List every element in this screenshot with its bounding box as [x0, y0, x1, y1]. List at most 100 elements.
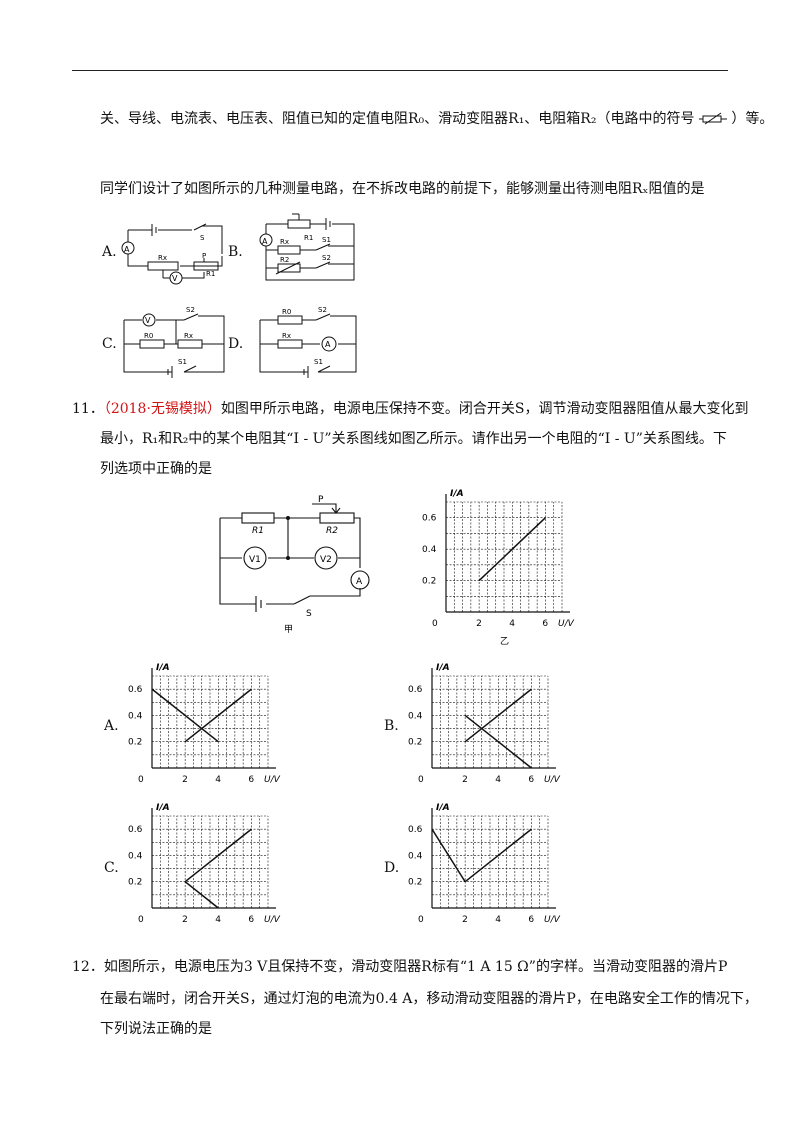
series-line-1	[184, 881, 219, 909]
series-line-1	[151, 688, 219, 743]
r1-label: R1	[206, 270, 215, 278]
x-tick-label: 2	[182, 915, 188, 925]
y-axis-label: I/A	[156, 803, 170, 813]
resistance-box-symbol	[698, 112, 727, 125]
q10-line1: 关、导线、电流表、电压表、阻值已知的定值电阻R₀、滑动变阻器R₁、电阻箱R₂（电…	[100, 111, 774, 127]
x-tick-label: 6	[542, 619, 548, 629]
x-tick-label: 2	[476, 619, 482, 629]
x-axis-label: U/V	[264, 915, 281, 925]
y-tick-label: 0.6	[422, 514, 437, 524]
q11-line3: 列选项中正确的是	[100, 461, 212, 477]
voltmeter-label-c: V	[145, 316, 151, 325]
r0-label-c: R0	[144, 332, 153, 340]
x-tick-label: 0	[138, 775, 144, 785]
y-tick-label: 0.6	[408, 825, 423, 835]
ammeter-label-jia: A	[356, 577, 363, 587]
q12-line2: 在最右端时，闭合开关S，通过灯泡的电流为0.4 A，移动滑动变阻器的滑片P，在电…	[100, 991, 758, 1007]
x-axis-label: U/V	[558, 619, 575, 629]
rx-label-c: Rx	[184, 332, 193, 340]
y-tick-label: 0.6	[128, 685, 143, 695]
option-a-chart-label: A.	[104, 718, 119, 734]
s1-label-c: S1	[178, 358, 187, 366]
y-tick-label: 0.2	[408, 878, 422, 888]
option-d-label: D.	[228, 336, 244, 352]
x-axis-label: U/V	[544, 775, 561, 785]
y-tick-label: 0.4	[128, 851, 143, 861]
series-line-1	[431, 828, 466, 883]
q12-line3: 下列说法正确的是	[100, 1021, 212, 1037]
circuit-d: R0 S2 Rx A S1	[259, 306, 357, 378]
y-tick-label: 0.2	[128, 738, 142, 748]
x-tick-label: 2	[462, 915, 468, 925]
x-tick-label: 4	[495, 775, 501, 785]
x-tick-label: 6	[248, 915, 254, 925]
option-a-label: A.	[102, 244, 117, 260]
series-line-1	[464, 714, 532, 769]
option-b-label: B.	[228, 244, 243, 260]
rx-label-b: Rx	[280, 238, 289, 246]
rx-label: Rx	[158, 254, 167, 262]
x-tick-label: 0	[138, 915, 144, 925]
r1-label-jia: R1	[252, 526, 264, 536]
circuit-jia: R1 R2 P V1 V2 A S 甲	[219, 495, 370, 635]
r0-label-d: R0	[282, 308, 291, 316]
x-axis-label: U/V	[544, 915, 561, 925]
fig-yi-label: 乙	[500, 636, 509, 647]
s1-label-b: S1	[322, 236, 331, 244]
chart-option-d: 0 2 4 6 0.2 0.4 0.6U/V I/A	[408, 803, 561, 925]
series-line-0	[464, 688, 532, 743]
y-tick-label: 0.6	[128, 825, 143, 835]
x-tick-label: 2	[182, 775, 188, 785]
x-tick-label: 4	[215, 915, 221, 925]
x-tick-label: 6	[248, 775, 254, 785]
y-tick-label: 0.4	[408, 851, 423, 861]
x-tick-label: 0	[418, 775, 424, 785]
rx-label-d: Rx	[282, 332, 291, 340]
x-tick-label: 6	[528, 915, 534, 925]
fig-jia-label: 甲	[284, 624, 293, 635]
q12-line1: 12．如图所示，电源电压为3 V且保持不变，滑动变阻器R标有“1 A 15 Ω”…	[72, 959, 728, 975]
y-tick-label: 0.2	[408, 738, 422, 748]
y-tick-label: 0.4	[408, 711, 423, 721]
x-tick-label: 0	[418, 915, 424, 925]
option-c-chart-label: C.	[104, 860, 119, 876]
v2-label: V2	[320, 555, 332, 565]
x-axis-label: U/V	[264, 775, 281, 785]
series-line-0	[464, 828, 532, 883]
series-line-0	[478, 517, 546, 582]
y-axis-label: I/A	[156, 663, 170, 673]
q11-line1: 11．（2018·无锡模拟）如图甲所示电路，电源电压保持不变。闭合开关S，调节滑…	[72, 401, 749, 417]
option-b-chart-label: B.	[384, 718, 399, 734]
r2-label-jia: R2	[326, 526, 338, 536]
circuit-b: A Rx R1 S1 R2 S2	[259, 213, 355, 281]
switch-label-jia: S	[306, 609, 312, 619]
q11-line2: 最小，R₁和R₂中的某个电阻其“I - U”关系图线如图乙所示。请作出另一个电阻…	[100, 431, 727, 447]
series-line-0	[184, 688, 252, 743]
x-tick-label: 0	[432, 619, 438, 629]
circuit-c: V S2 R0 Rx S1	[123, 306, 225, 378]
option-c-label: C.	[102, 336, 117, 352]
s1-label-d: S1	[314, 358, 323, 366]
circuit-a: A V S Rx P R1	[121, 223, 223, 285]
p-label-jia: P	[318, 495, 324, 505]
r1-label-b: R1	[304, 234, 313, 242]
x-tick-label: 6	[528, 775, 534, 785]
v1-label: V1	[249, 555, 261, 565]
r2-label-b: R2	[280, 256, 289, 264]
q11-source: （2018·无锡模拟）	[103, 401, 221, 417]
y-tick-label: 0.2	[422, 577, 436, 587]
y-axis-label: I/A	[436, 663, 450, 673]
y-axis-label: I/A	[436, 803, 450, 813]
p-label: P	[202, 252, 206, 260]
ammeter-label-b: A	[262, 237, 268, 246]
ammeter-label: A	[124, 245, 130, 254]
q10-line2: 同学们设计了如图所示的几种测量电路，在不拆改电路的前提下，能够测量出待测电阻Rₓ…	[100, 181, 705, 197]
header-rule	[72, 70, 728, 71]
x-tick-label: 4	[215, 775, 221, 785]
x-tick-label: 4	[495, 915, 501, 925]
ammeter-label-d: A	[325, 340, 331, 349]
